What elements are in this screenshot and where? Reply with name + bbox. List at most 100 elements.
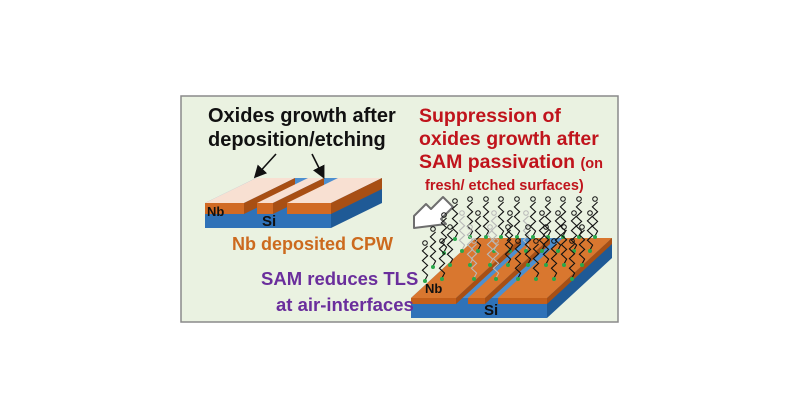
sam-head-group [551,238,557,244]
right-strip-2-side [485,238,550,304]
right-strip-3-top [498,238,612,298]
sam-head-group [576,196,582,202]
sam-chain [470,243,478,279]
right-device [411,196,612,318]
left-title-line1: Oxides growth after [208,105,396,127]
sam-anchor-dot [440,277,444,281]
sam-head-group [514,196,520,202]
sam-head-group [571,210,577,216]
sam-chain [559,201,567,237]
sam-chain [451,203,459,239]
right-strip-2-front [468,298,485,304]
sam-chain [524,229,532,265]
sam-head-group [430,226,436,232]
bottom-text-line1: SAM reduces TLS [261,268,418,289]
sam-head-group [441,212,447,218]
sam-chain [522,215,530,251]
sam-head-group [569,238,575,244]
sam-anchor-dot [552,277,556,281]
sam-anchor-dot [484,235,488,239]
sam-anchor-dot [448,263,452,267]
sam-chain [446,229,454,265]
sam-head-group [439,238,445,244]
sam-chain [529,201,537,237]
sam-chain [591,201,599,237]
sam-anchor-dot [524,249,528,253]
sam-chain [482,201,490,237]
sam-head-group [560,196,566,202]
left-strip-3-top [287,178,382,203]
sam-head-group [447,224,453,230]
sam-head-group [507,210,513,216]
left-title-line2: deposition/etching [208,129,386,151]
left-strip-3-side [331,178,382,214]
sam-head-group [533,238,539,244]
sam-chain [550,243,558,279]
sam-chain [513,201,521,237]
sam-head-group [471,238,477,244]
left-nb-label: Nb [207,204,224,219]
left-strip-1-side [244,178,295,214]
sam-anchor-dot [531,235,535,239]
sam-head-group [459,210,465,216]
sam-head-group [525,224,531,230]
left-device [205,178,382,228]
sam-chain [440,217,448,253]
sam-head-group [491,210,497,216]
sam-head-group [498,196,504,202]
left-strip-3-front [287,203,331,214]
sam-anchor-dot [516,277,520,281]
sam-chain [421,245,429,281]
left-strip-1-top [205,178,295,203]
sam-head-group [467,224,473,230]
sam-anchor-dot [540,249,544,253]
sam-anchor-dot [570,277,574,281]
sam-chain [586,215,594,251]
right-nb-label: Nb [425,281,442,296]
sam-chain [429,231,437,267]
left-caption: Nb deposited CPW [232,234,393,254]
right-title-line3: SAM passivation (on [419,151,603,173]
sam-chain [542,229,550,265]
sam-chain [497,201,505,237]
sam-anchor-dot [460,249,464,253]
right-strip-3-side [547,238,612,304]
sam-head-group [475,210,481,216]
sam-head-group [523,210,529,216]
sam-head-group [467,196,473,202]
sam-head-group [493,238,499,244]
sam-chain [490,215,498,251]
sam-anchor-dot [453,237,457,241]
sam-chain [504,229,512,265]
sam-head-group [539,210,545,216]
sam-molecules [421,196,599,283]
sam-anchor-dot [593,235,597,239]
left-strip-2-front [257,203,273,214]
sam-anchor-dot [431,265,435,269]
right-strip-1-front [411,298,456,304]
left-si-label: Si [262,213,276,230]
sam-anchor-dot [476,249,480,253]
sam-head-group [530,196,536,202]
sam-anchor-dot [556,249,560,253]
sam-anchor-dot [506,263,510,267]
right-title-line2: oxides growth after [419,128,599,150]
right-strip-2-top [468,238,550,298]
pointer-arrow-right [311,153,325,179]
sam-chain [532,243,540,279]
sam-anchor-dot [580,263,584,267]
sam-chain [458,215,466,251]
sam-anchor-dot [526,263,530,267]
sam-chain [554,215,562,251]
sam-head-group [452,198,458,204]
left-strip-2-top [257,178,324,203]
sam-chain [486,229,494,265]
sam-anchor-dot [494,277,498,281]
left-strip-1-front [205,203,244,214]
sam-head-group [555,210,561,216]
sam-head-group [579,224,585,230]
sam-head-group [543,224,549,230]
right-strip-1-top [411,238,521,298]
sam-head-group [515,238,521,244]
